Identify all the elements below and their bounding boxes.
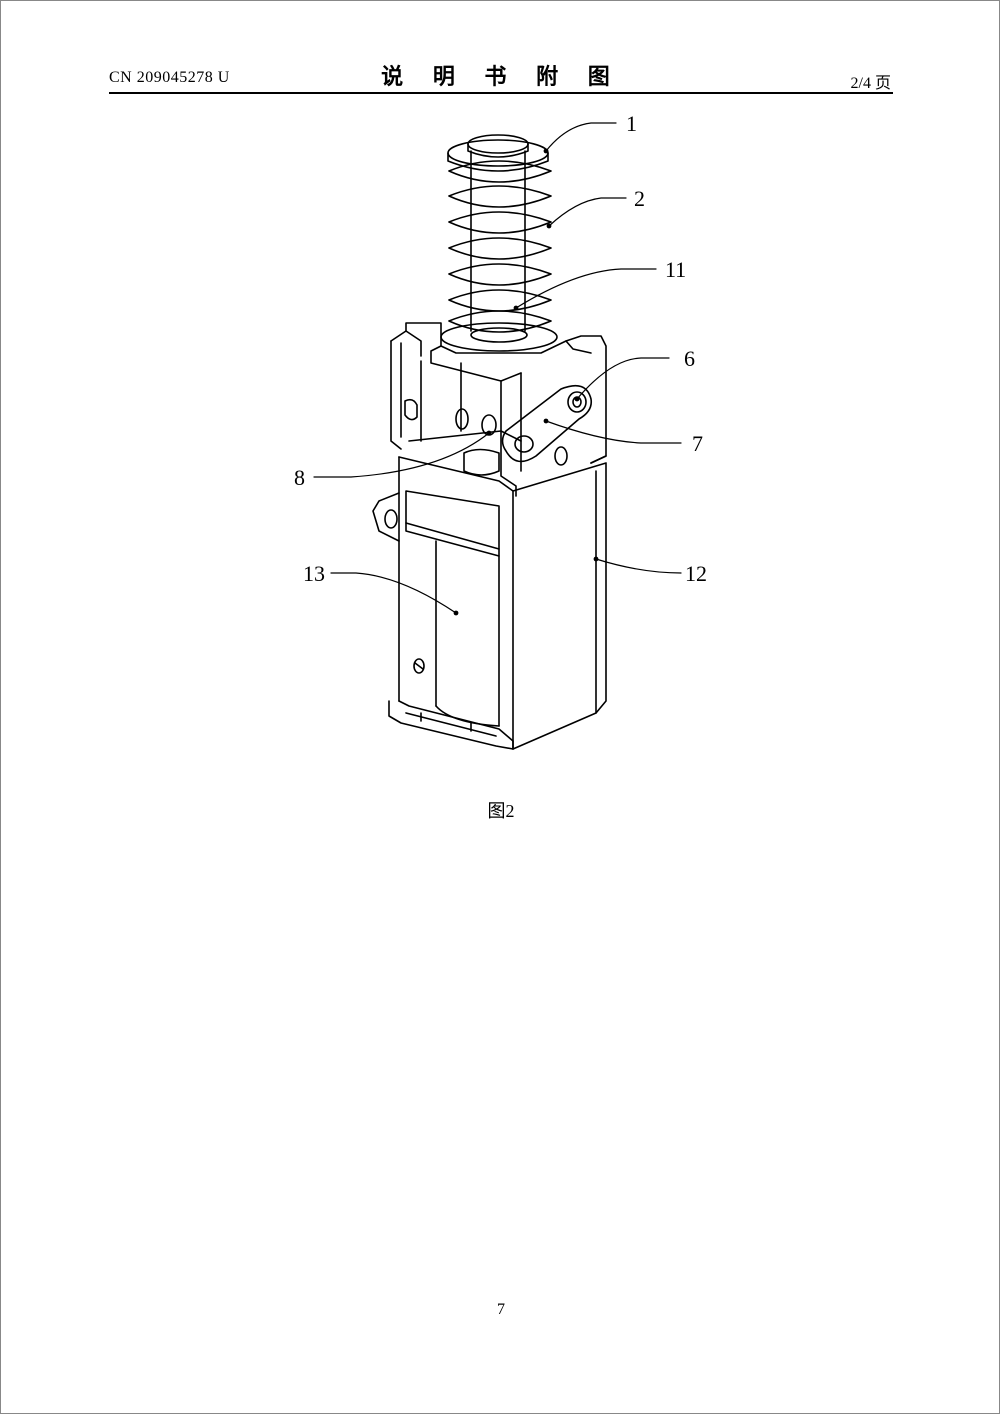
- callout-11: 11: [665, 257, 686, 282]
- page-number: 7: [497, 1301, 505, 1318]
- lever-arm: [501, 384, 593, 463]
- main-housing: [372, 455, 607, 750]
- callout-7: 7: [692, 431, 703, 456]
- leader-dots: [453, 148, 599, 616]
- spring-assembly: [440, 134, 558, 352]
- section-title: 说 明 书 附 图: [381, 65, 621, 90]
- callout-2: 2: [634, 186, 645, 211]
- document-number: CN 209045278 U: [109, 69, 230, 86]
- callout-6: 6: [684, 346, 695, 371]
- page-of-count: 2/4 页: [850, 75, 891, 92]
- callout-8: 8: [294, 465, 305, 490]
- figure-caption: 图2: [487, 801, 515, 821]
- callout-12: 12: [685, 561, 707, 586]
- header-rule: [109, 92, 893, 94]
- leader-lines: [313, 122, 682, 614]
- plunger-lower: [463, 448, 500, 476]
- callout-1: 1: [626, 111, 637, 136]
- callout-13: 13: [303, 561, 325, 586]
- top-frame: [390, 322, 607, 497]
